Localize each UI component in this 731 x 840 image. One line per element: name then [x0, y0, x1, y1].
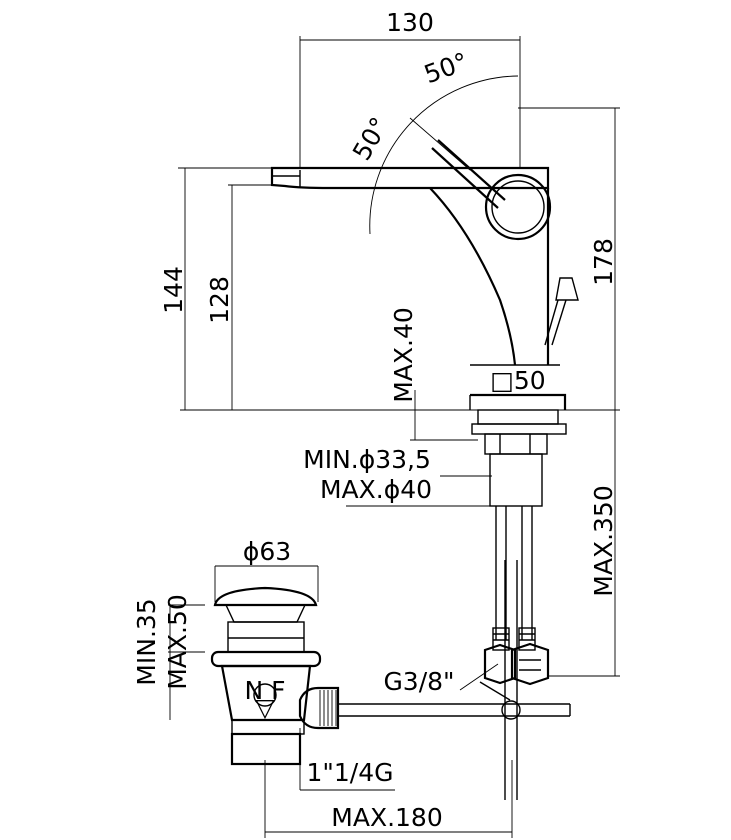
- dim-min-35: MIN.35: [132, 598, 161, 685]
- dim-g3-8: G3/8": [383, 667, 454, 696]
- dim-max-40: MAX.40: [389, 307, 418, 403]
- angle-50-right: 50°: [420, 47, 472, 89]
- faucet-body: [270, 139, 579, 410]
- dim-square-50: □50: [490, 366, 545, 395]
- dimension-lines: [168, 36, 620, 838]
- dim-max-50: MAX.50: [163, 594, 192, 690]
- angle-50-left: 50°: [347, 112, 394, 165]
- drain-assembly: N F ▽: [210, 560, 571, 800]
- dim-max-350: MAX.350: [589, 485, 618, 596]
- dim-max-180: MAX.180: [331, 803, 442, 832]
- dim-1-1-4g: 1"1/4G: [306, 758, 393, 787]
- dim-max-dia-40: MAX.ϕ40: [320, 475, 432, 504]
- mounting-assembly: [471, 409, 567, 686]
- nf-badge-label: N F: [244, 676, 285, 705]
- dim-128: 128: [205, 276, 234, 324]
- dim-144: 144: [159, 266, 188, 314]
- dim-178: 178: [589, 238, 618, 286]
- dim-130: 130: [386, 8, 434, 37]
- arrow-symbol: ▽: [255, 693, 275, 722]
- dim-min-33-5: MIN.ϕ33,5: [303, 445, 431, 474]
- dim-dia-63: ϕ63: [243, 537, 291, 566]
